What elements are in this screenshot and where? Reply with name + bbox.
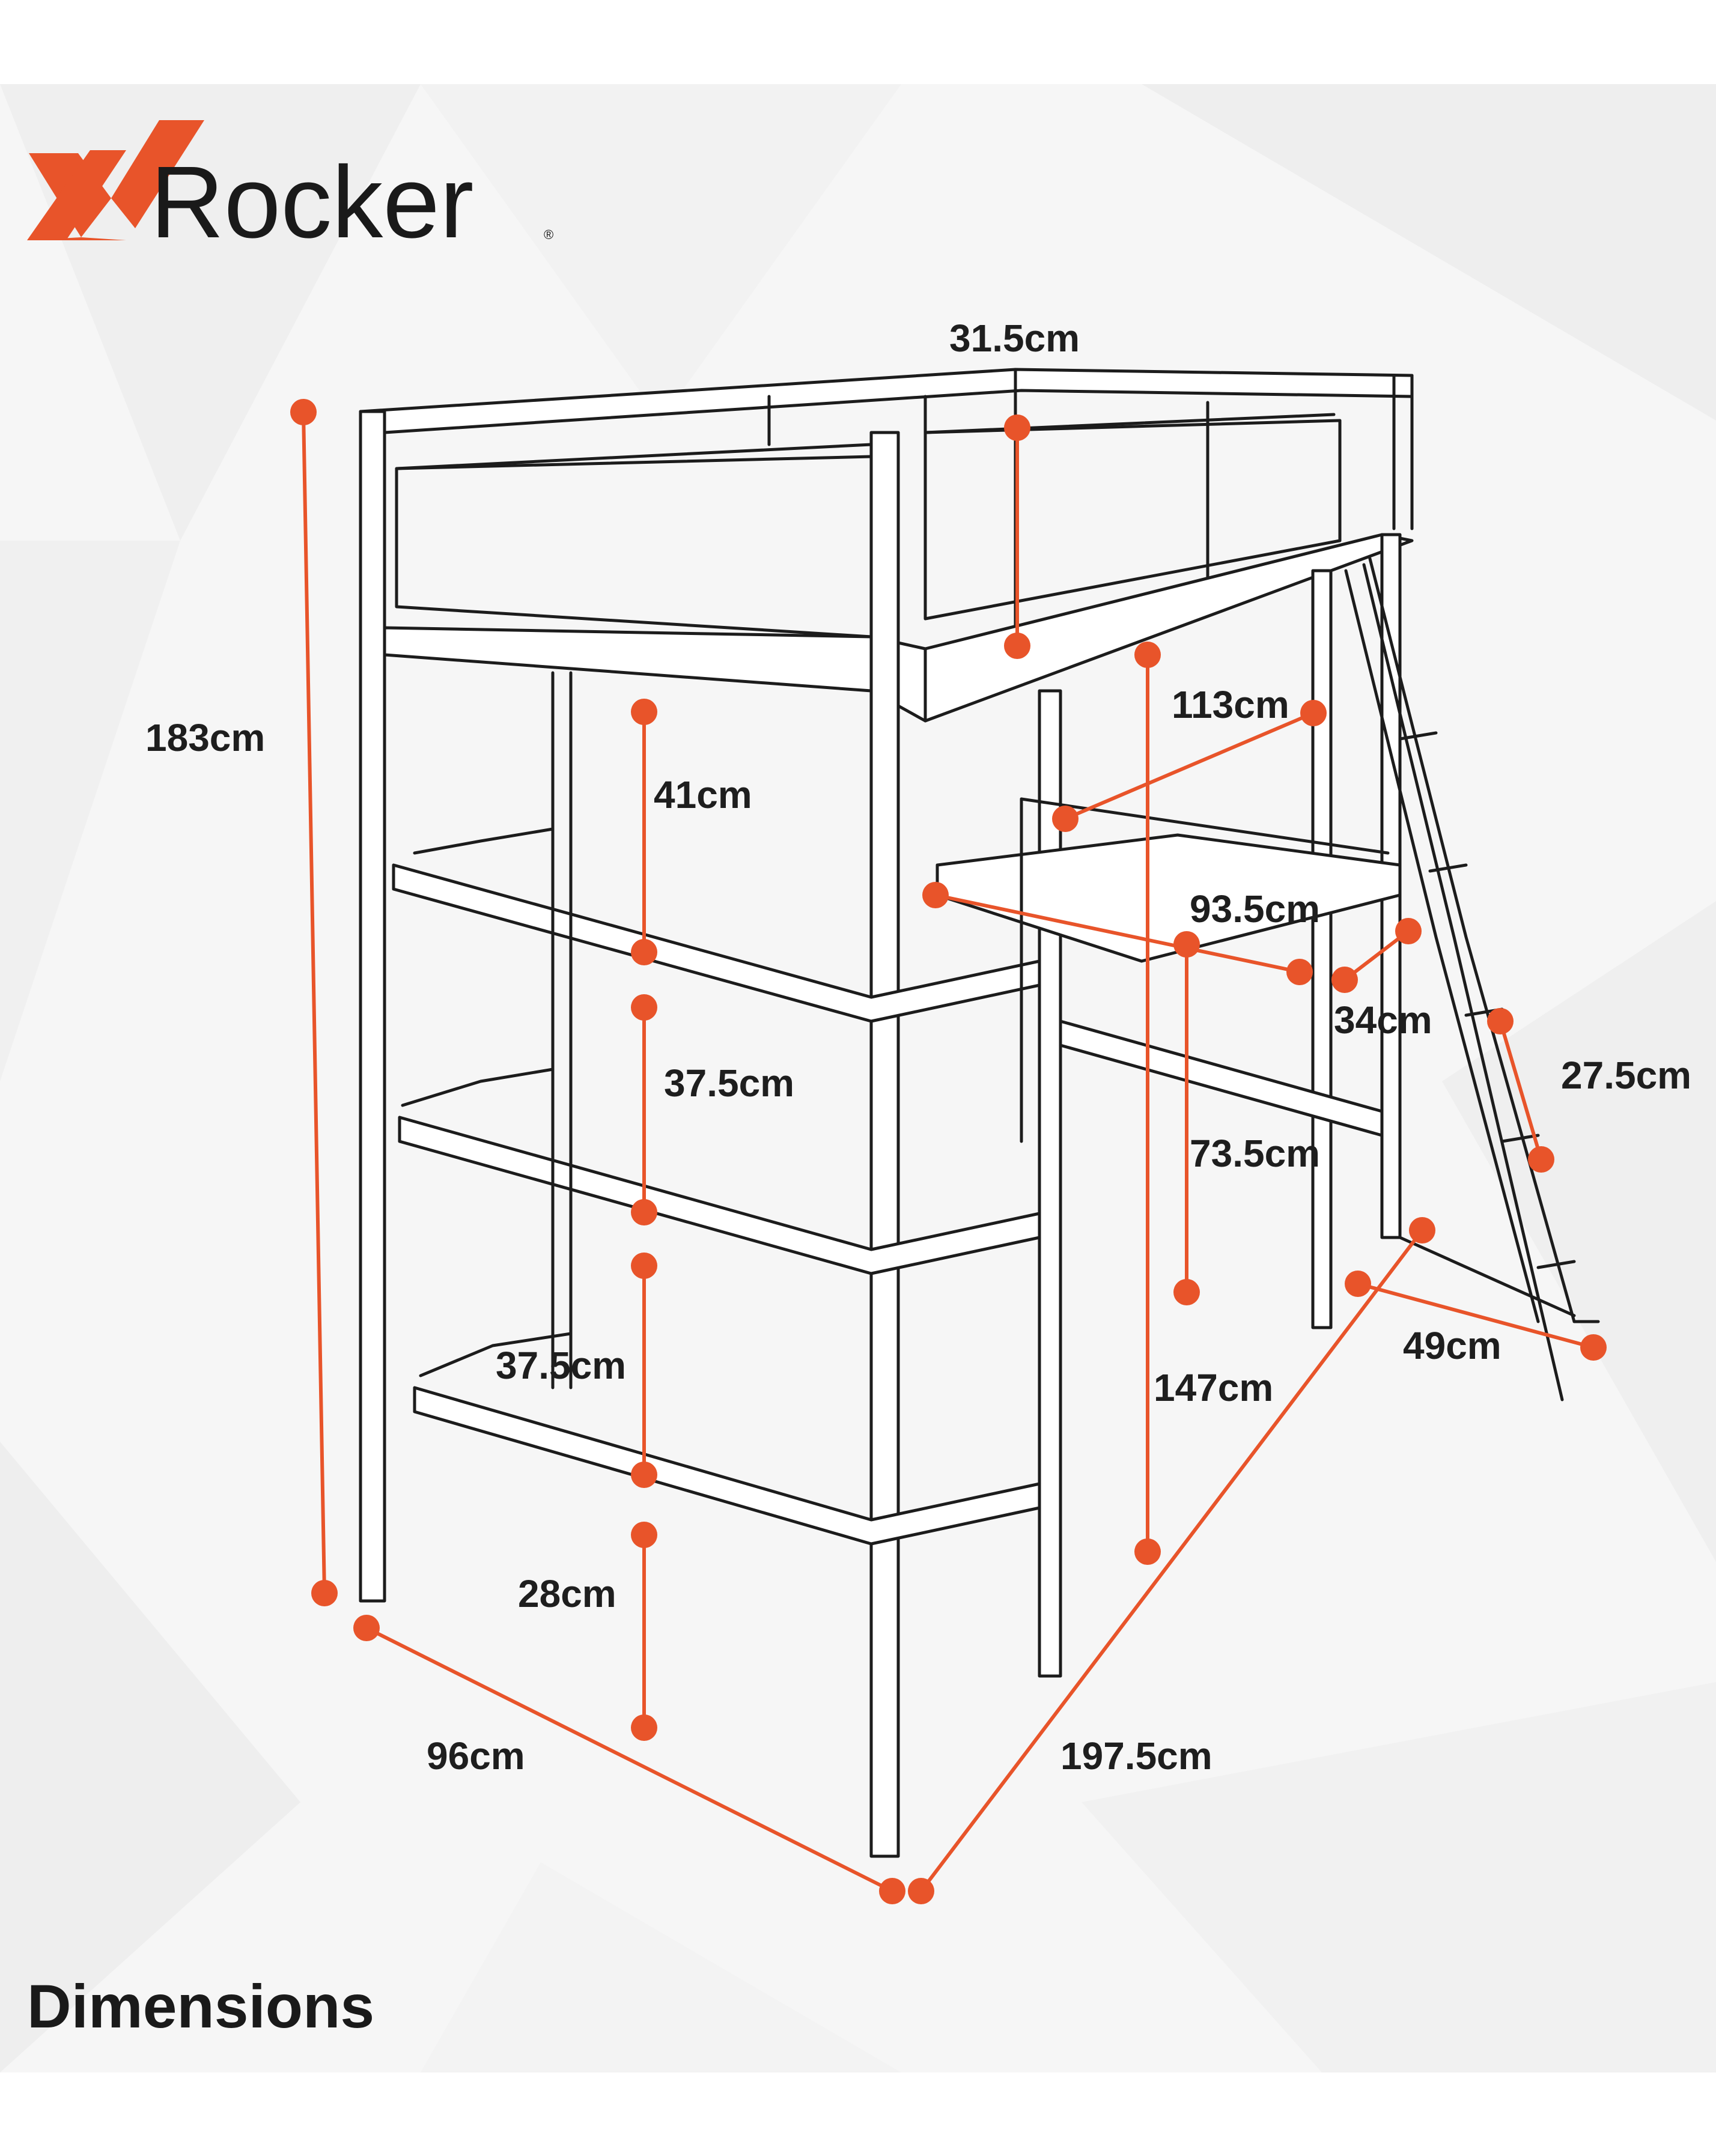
- faceted-background: [0, 84, 1716, 2156]
- dim-shelf-gap-lower: [631, 1253, 657, 1488]
- label-ladder-width: 49cm: [1403, 1324, 1502, 1367]
- dim-under-bed-clearance: [1134, 642, 1161, 1565]
- label-top-rail: 31.5cm: [949, 317, 1080, 360]
- dim-desk-length: [922, 882, 1313, 985]
- dimension-markers: [290, 399, 1607, 1904]
- label-overall-width: 96cm: [427, 1734, 525, 1778]
- dim-shelf-gap-upper: [631, 994, 657, 1225]
- dim-ladder-step: [1487, 1008, 1554, 1173]
- dim-ladder-width: [1345, 1271, 1607, 1361]
- dim-under-bed-gap: [631, 699, 657, 965]
- label-ladder-step: 27.5cm: [1561, 1054, 1691, 1097]
- label-desk-depth: 34cm: [1334, 998, 1432, 1042]
- label-desk-height: 73.5cm: [1190, 1132, 1320, 1175]
- x-mark-icon: [27, 120, 204, 240]
- dim-overall-height: [290, 399, 338, 1606]
- dim-desk-height: [1173, 931, 1200, 1305]
- registered-mark: ®: [544, 227, 553, 242]
- label-shelf-gap-upper: 37.5cm: [664, 1061, 794, 1105]
- label-under-bed-gap: 41cm: [654, 773, 752, 816]
- label-desk-length: 93.5cm: [1190, 887, 1320, 931]
- dim-desk-depth: [1331, 918, 1422, 993]
- label-shelf-gap-lower: 37.5cm: [496, 1344, 626, 1387]
- dim-top-rail: [1004, 414, 1030, 659]
- loft-bed-drawing: [359, 368, 1600, 1858]
- label-overall-height: 183cm: [145, 716, 265, 759]
- label-desk-width: 113cm: [1172, 683, 1289, 726]
- label-bottom-shelf: 28cm: [518, 1572, 616, 1615]
- page-title: Dimensions: [27, 1972, 374, 2041]
- label-under-bed-clearance: 147cm: [1154, 1366, 1273, 1409]
- dim-bottom-shelf: [631, 1522, 657, 1741]
- dim-overall-length: [908, 1217, 1435, 1904]
- dim-desk-width: [1052, 700, 1327, 832]
- brand-name: Rocker: [150, 145, 473, 260]
- brand-logo: Rocker ®: [27, 120, 553, 260]
- dimension-labels: 31.5cm 183cm 41cm 37.5cm 37.5cm 28cm 113…: [145, 317, 1691, 1778]
- dim-overall-width: [353, 1615, 905, 1904]
- label-overall-length: 197.5cm: [1060, 1734, 1212, 1778]
